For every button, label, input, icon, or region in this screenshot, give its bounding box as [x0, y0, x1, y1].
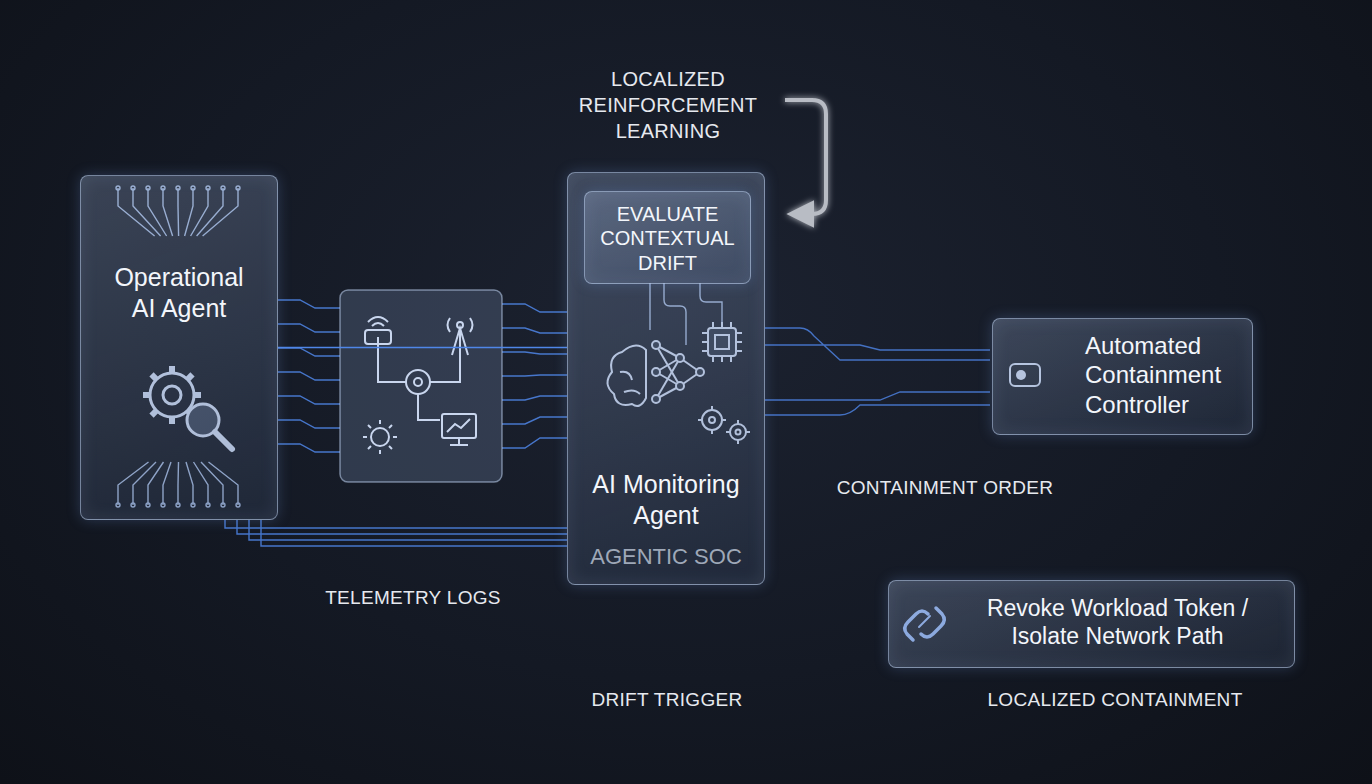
label-wrap: CONTAINMENT ORDER: [805, 476, 1085, 501]
caption-label: DRIFT TRIGGER: [547, 688, 787, 713]
flow-arrow: [765, 373, 992, 380]
caption-label: CONTAINMENT ORDER: [805, 476, 1085, 501]
label-wrap: LOCALIZED REINFORCEMENT LEARNING: [568, 66, 768, 144]
label-wrap: TELEMETRY LOGS: [293, 586, 533, 611]
caption-label: TELEMETRY LOGS: [293, 586, 533, 611]
node-title: AI Monitoring Agent: [580, 469, 752, 530]
inner-process-box: EVALUATE CONTEXTUAL DRIFT: [584, 191, 751, 284]
order-wires: [765, 328, 990, 415]
caption-label: LOCALIZED REINFORCEMENT LEARNING: [568, 66, 768, 144]
process-box: Automated Containment Controller: [992, 318, 1253, 435]
telemetry-icons: [363, 317, 476, 454]
caption-label: LOCALIZED CONTAINMENT: [955, 688, 1275, 713]
flow-arrow: [1119, 435, 1126, 580]
node-subtitle: AGENTIC SOC: [580, 544, 752, 571]
telemetry-icon-box: [340, 290, 502, 482]
label-wrap: DRIFT TRIGGER: [547, 688, 787, 713]
node-title: Revoke Workload Token / Isolate Network …: [961, 594, 1274, 650]
node-title: Operational AI Agent: [105, 262, 253, 323]
process-box: Operational AI Agent: [80, 175, 278, 520]
node-title: EVALUATE CONTEXTUAL DRIFT: [593, 202, 742, 275]
node-title: Automated Containment Controller: [1085, 331, 1244, 419]
process-box: AI Monitoring AgentAGENTIC SOC EVALUATE C…: [567, 172, 765, 585]
process-box: Revoke Workload Token / Isolate Network …: [888, 580, 1295, 668]
telemetry-link: [278, 347, 567, 349]
feedback-arrow: [785, 100, 826, 214]
label-wrap: LOCALIZED CONTAINMENT: [955, 688, 1275, 713]
